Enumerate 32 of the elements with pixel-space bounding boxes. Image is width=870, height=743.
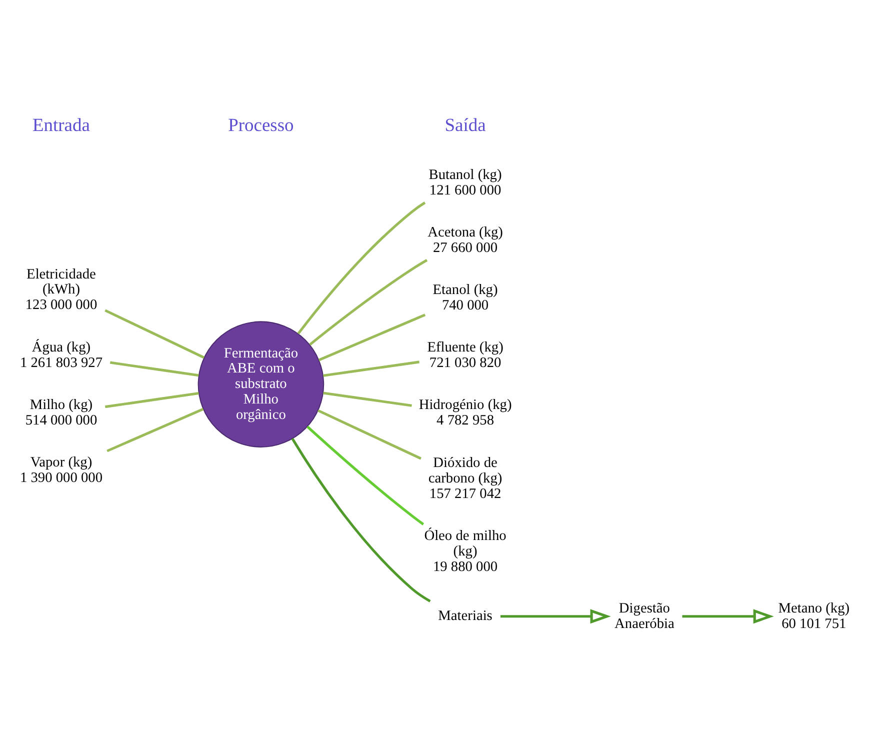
node-text: Vapor (kg) 1 390 000 000 — [20, 454, 103, 486]
node-text: Acetona (kg) 27 660 000 — [428, 224, 503, 256]
connector — [323, 391, 412, 406]
node-text: Dióxido de carbono (kg) 157 217 042 — [428, 454, 502, 502]
connector — [106, 407, 204, 452]
connector — [318, 408, 422, 460]
connector — [309, 258, 428, 346]
connector — [104, 308, 205, 358]
node-text: Materiais — [438, 608, 492, 624]
node-text: Butanol (kg) 121 600 000 — [428, 166, 502, 198]
node-circle: Fermentação ABE com o substrato Milho orgânico — [198, 320, 324, 447]
node-text: Digestão Anaeróbia — [614, 600, 674, 632]
connector — [291, 438, 431, 602]
node-text: Metano (kg) 60 101 751 — [778, 600, 850, 632]
node-text: Efluente (kg) 721 030 820 — [427, 339, 504, 371]
arrow — [500, 608, 611, 624]
node-text: Etanol (kg) 740 000 — [432, 282, 498, 314]
node-text: Óleo de milho (kg) 19 880 000 — [424, 528, 506, 574]
connector — [306, 425, 424, 525]
label: Saída — [444, 114, 486, 135]
label: Entrada — [32, 114, 90, 135]
label: Processo — [228, 114, 294, 135]
node-text: Milho (kg) 514 000 000 — [25, 396, 98, 428]
node-text: Hidrogénio (kg) 4 782 958 — [418, 396, 512, 428]
connector — [318, 313, 426, 361]
connector — [110, 360, 199, 376]
node-text: Água (kg) 1 261 803 927 — [20, 339, 103, 371]
arrow — [682, 608, 774, 624]
connector — [323, 360, 420, 376]
node-text: Eletricidade (kWh) 123 000 000 — [25, 266, 98, 313]
connector — [297, 201, 426, 334]
connector — [104, 391, 199, 408]
